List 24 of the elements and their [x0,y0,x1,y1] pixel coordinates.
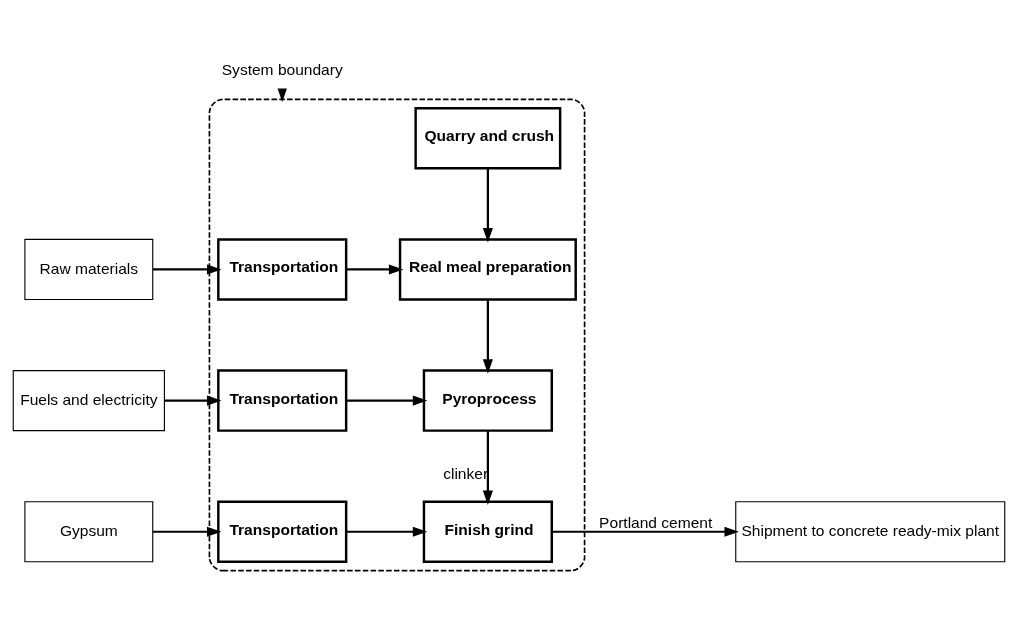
arrow [482,168,493,243]
node-box: Quarry and crush [414,107,562,170]
arrow [164,395,222,406]
node-box: Finish grind [422,500,554,563]
edge-label: clinker [443,464,489,482]
node-box: Transportation [217,500,348,563]
node-box: Raw materials [24,238,154,300]
arrow [153,526,222,537]
node-box: Transportation [217,369,348,432]
edge-label: Portland cement [599,513,713,531]
node-text: System boundary [221,60,343,78]
arrow [482,430,493,505]
arrow [346,395,428,406]
node-box: Transportation [217,238,348,301]
node-box: Real meal preparation [398,238,577,301]
node-box: Shipment to concrete ready-mix plant [735,501,1006,563]
arrow [346,264,404,275]
node-box: Gypsum [24,501,154,563]
arrow [552,526,739,537]
arrow [482,299,493,374]
node-box: Fuels and electricity [12,370,165,432]
arrow [153,264,222,275]
node-box: Pyroprocess [422,369,554,432]
arrow [346,526,428,537]
